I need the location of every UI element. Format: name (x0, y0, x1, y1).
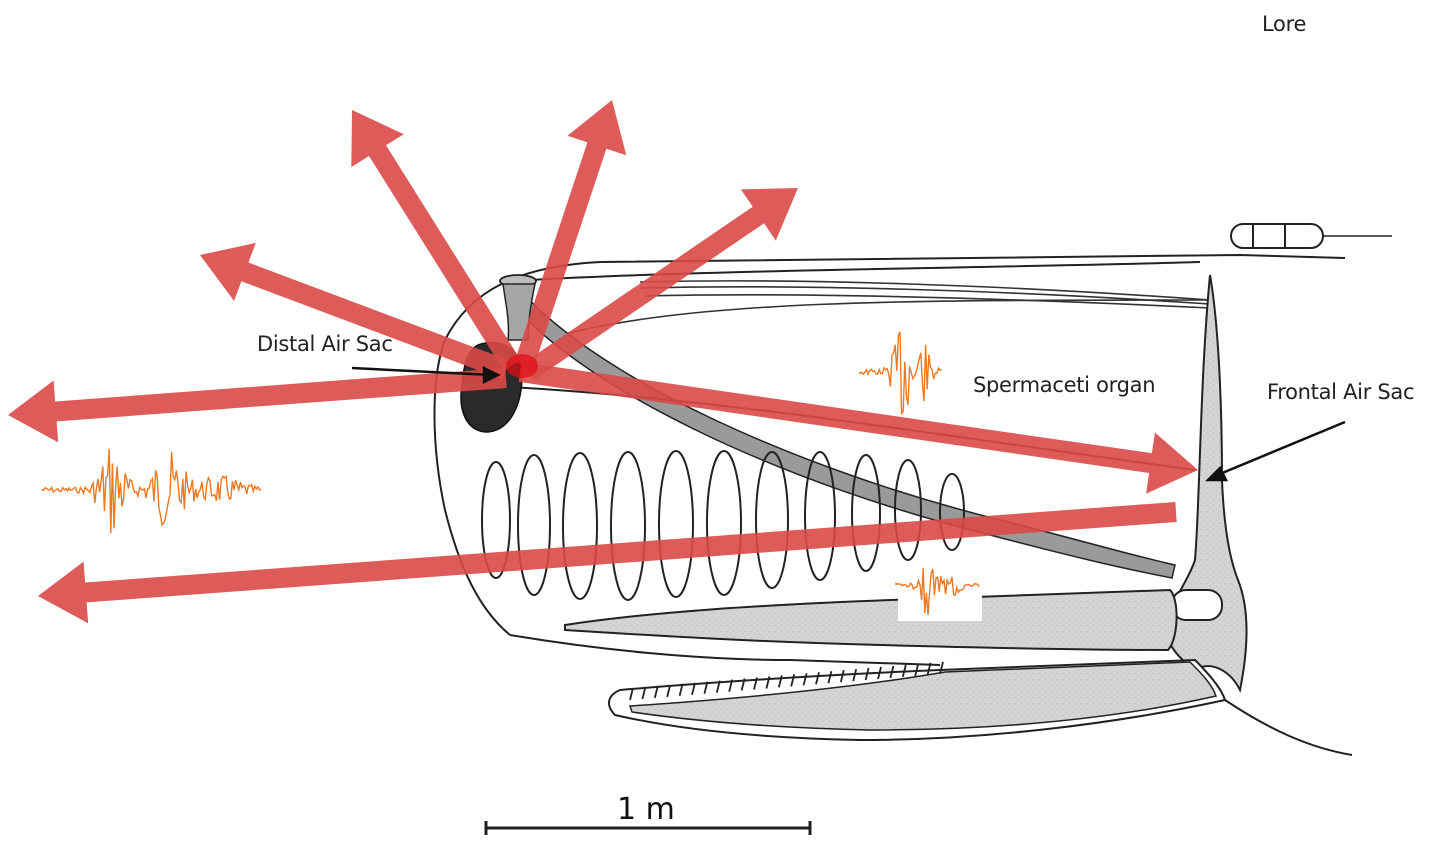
scale-bar (484, 821, 812, 835)
rostrum (564, 588, 1178, 652)
distal-air-sac-label: Distal Air Sac (257, 332, 393, 356)
tooth (666, 684, 672, 698)
tooth (790, 674, 796, 687)
tooth (740, 678, 746, 691)
tooth (889, 665, 895, 679)
tooth (839, 669, 845, 683)
tooth (765, 676, 771, 689)
arrow-to-frontal (518, 362, 1198, 494)
arrow-up-right (522, 188, 798, 381)
frontal-air-sac-label: Frontal Air Sac (1267, 380, 1415, 404)
nasal-passage-lines (559, 280, 1211, 336)
waveform-junk (895, 567, 980, 616)
arrow-upper-left (200, 242, 510, 380)
teeth (629, 661, 944, 701)
junk-lenses (481, 450, 965, 601)
tooth (691, 682, 696, 696)
tooth (678, 683, 684, 697)
tooth (864, 667, 870, 681)
frontal-air-sac (1165, 274, 1248, 694)
waveform-outside (41, 448, 262, 534)
recording-tag-icon (1230, 223, 1392, 249)
sound-arrows (8, 100, 1198, 624)
tooth (877, 666, 882, 680)
tooth (852, 668, 858, 682)
skull-foramen (1171, 589, 1223, 621)
spermaceti-organ-label: Spermaceti organ (973, 373, 1156, 397)
tooth (939, 661, 944, 675)
tooth (914, 663, 920, 677)
arrow-lower-return (38, 502, 1177, 624)
arrow-left (8, 368, 507, 443)
tooth (926, 662, 932, 676)
tooth (728, 679, 734, 692)
tooth (753, 677, 758, 690)
tooth (815, 672, 820, 685)
waveform-spermaceti (859, 331, 942, 415)
arrow-up (514, 100, 627, 369)
tooth (703, 681, 709, 694)
sound-source-spot (506, 354, 538, 378)
left-nasal-passage (506, 288, 1176, 579)
tooth (827, 670, 833, 684)
rostrum-cutout (898, 585, 982, 621)
lower-body-line (1224, 699, 1353, 756)
tooth (629, 687, 634, 701)
corner-label: Lore (1262, 12, 1307, 36)
tooth (715, 680, 721, 693)
click-waveforms (41, 331, 980, 616)
scale-bar-label: 1 m (617, 792, 675, 827)
tooth (901, 664, 907, 678)
pointer-lines (351, 365, 1346, 482)
tooth (777, 675, 783, 688)
tooth (802, 673, 808, 686)
tooth (653, 685, 659, 699)
mandible (628, 661, 1217, 731)
tooth (641, 686, 647, 700)
arrow-up-left (351, 110, 521, 371)
